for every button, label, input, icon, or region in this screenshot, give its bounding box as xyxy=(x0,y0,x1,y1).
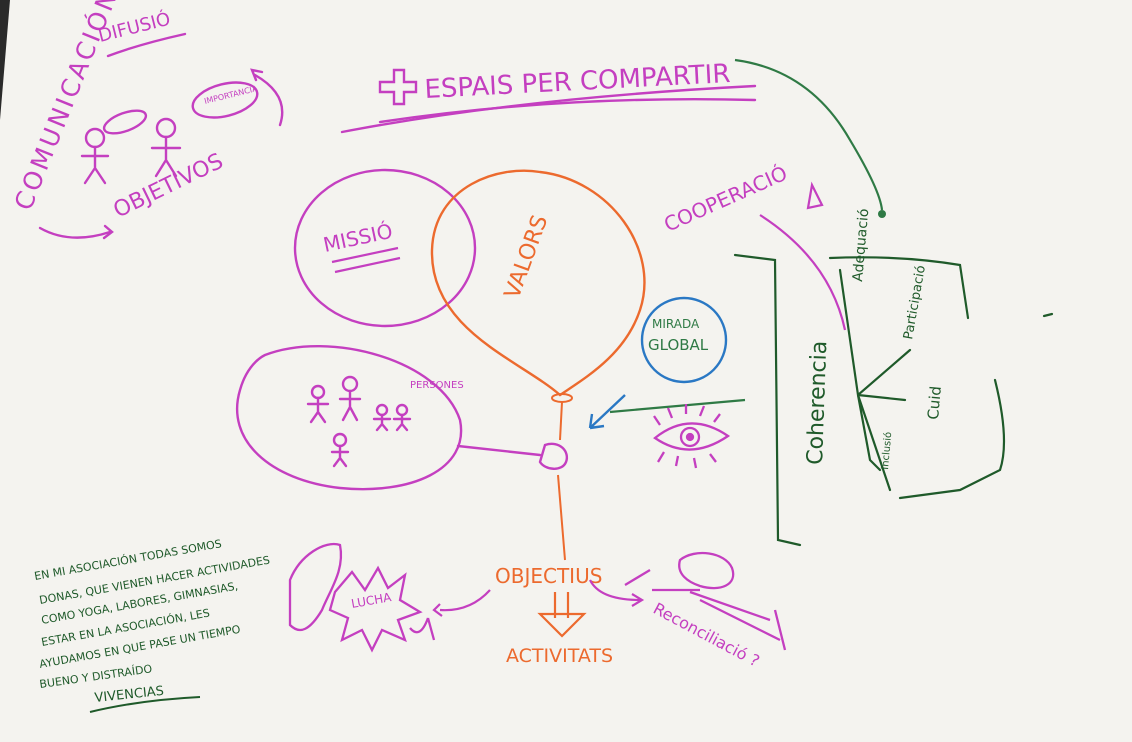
hand-fist-icon xyxy=(538,442,569,470)
persones-ellipse xyxy=(235,344,463,491)
valors-balloon xyxy=(430,169,646,397)
persones-link-line xyxy=(456,444,542,457)
objectius-label: OBJECTIUS xyxy=(495,564,602,588)
cooperacio-curve xyxy=(759,214,847,331)
inclusio-label: Inclusió xyxy=(879,431,894,470)
arrow-to-lucha xyxy=(439,589,491,612)
triangle-icon xyxy=(806,181,824,210)
speech-bubble-right xyxy=(191,81,259,119)
curved-arrow-top xyxy=(253,73,284,127)
persones-group: PERSONES xyxy=(235,344,569,491)
objectius-group: OBJECTIUS ACTIVITATS xyxy=(432,564,645,667)
arrow-to-reconciliacio xyxy=(589,579,641,602)
missio-circle xyxy=(293,168,477,328)
green-connector-arrow xyxy=(734,58,884,211)
arrow-head-top xyxy=(250,68,264,82)
persones-label: PERSONES xyxy=(410,380,464,391)
tree-right-bracket xyxy=(898,378,1006,500)
funnel-icon xyxy=(537,592,587,638)
arrow-head-objetivos xyxy=(102,224,114,240)
espais-underline-2 xyxy=(378,98,757,124)
person-icons xyxy=(306,375,412,468)
balloon-string xyxy=(557,401,566,561)
note-underline xyxy=(89,696,201,713)
mirada-global-circle xyxy=(640,296,728,384)
stray-mark xyxy=(1042,312,1054,318)
cuid-label: Cuid xyxy=(924,385,945,420)
coherencia-label: Coherencia xyxy=(803,340,832,465)
plus-icon xyxy=(378,68,418,106)
connector-dot xyxy=(878,210,886,218)
note-line-7: VIVENCIAS xyxy=(94,684,165,706)
blue-arrow-icon xyxy=(588,394,626,430)
arrow-head-lucha xyxy=(432,603,443,617)
stick-figure-left xyxy=(80,127,110,185)
difusio-underline xyxy=(106,32,187,58)
fist-icon xyxy=(678,551,735,590)
missio-underline xyxy=(331,246,401,274)
stick-figure-right xyxy=(150,117,182,178)
activitats-label: ACTIVITATS xyxy=(506,645,613,667)
tree-top-bracket xyxy=(828,256,970,320)
tree-branches xyxy=(838,268,912,492)
coherencia-bracket xyxy=(733,253,802,547)
mirada-label: MIRADA xyxy=(652,317,700,331)
sword-lines xyxy=(624,569,787,651)
burst-icon xyxy=(328,565,423,653)
speech-bubble-left xyxy=(102,109,148,135)
global-label: GLOBAL xyxy=(648,336,709,354)
eye-icon xyxy=(653,404,731,469)
espais-underline-1 xyxy=(340,84,757,134)
objetivos-arrow xyxy=(38,226,112,239)
small-figure-icon xyxy=(409,617,436,641)
adequacio-label: Adequació xyxy=(850,208,872,282)
face-icon xyxy=(288,542,343,632)
mirada-global-group: MIRADA GLOBAL xyxy=(588,296,746,430)
green-line xyxy=(609,398,746,414)
arrow-head-reconciliacio xyxy=(631,593,645,607)
